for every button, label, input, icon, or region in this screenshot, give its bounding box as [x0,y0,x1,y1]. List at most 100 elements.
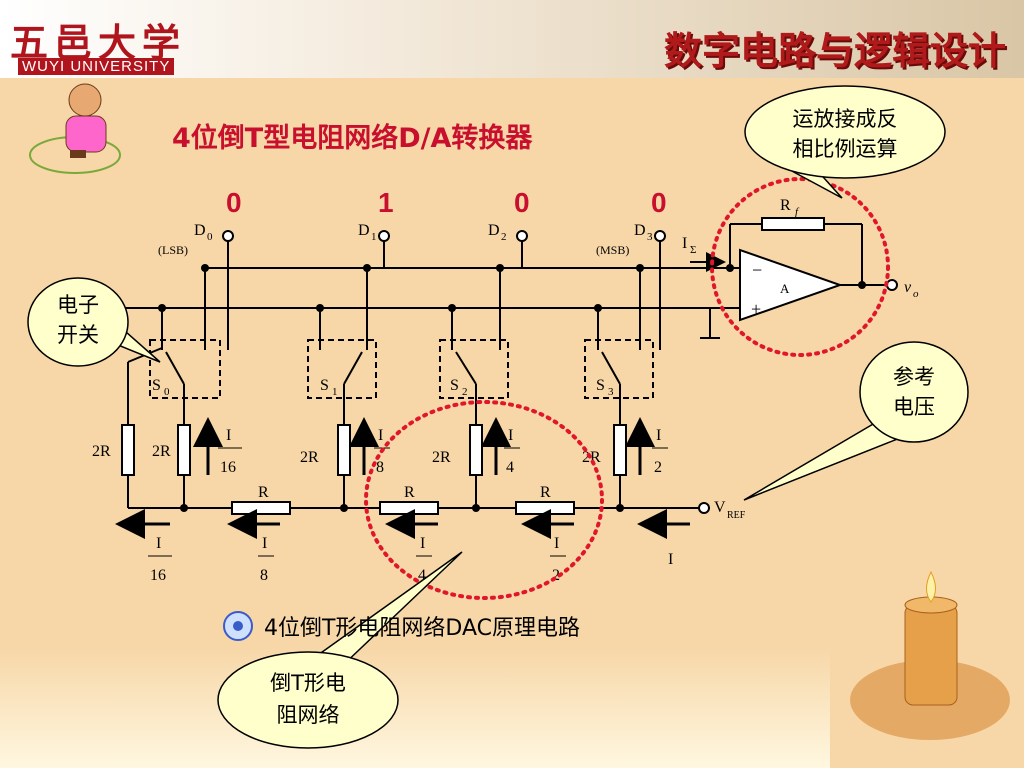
current-bottom-2-num: I [420,535,425,552]
course-title: 数字电路与逻辑设计 [663,29,1006,73]
current-bottom-3-num: I [554,535,559,552]
switch-label-s3: S [596,377,605,394]
callout-tail-vref [743,419,902,501]
switch-s0 [149,268,221,410]
callout-vref-line2: 电压 [893,395,935,419]
bit-value-d1: 1 [378,187,394,218]
output-label: v [904,279,912,296]
switch-sub-s3: 3 [608,386,614,398]
bit-value-d2: 0 [514,187,530,218]
circuit-caption: 4位倒T形电阻网络DAC原理电路 [264,616,581,641]
input-sub-d3: 3 [647,231,653,243]
university-logo-en: WUYI UNIVERSITY [18,58,175,75]
input-sub-d0: 0 [207,231,213,243]
callout-switch [27,277,129,367]
header-bar: 五邑大学 WUYI UNIVERSITY 数字电路与逻辑设计 [0,0,1024,78]
flower-bullet-icon [223,611,253,641]
label-2r-1: 2R [300,449,319,466]
current-up-0-den: 16 [220,459,236,476]
resistor-2r-2 [469,424,483,476]
bottom-band [0,648,830,768]
resistor-r-0 [231,501,291,515]
current-up-1-num: I [378,427,383,444]
callout-network-line2: 阻网络 [277,703,340,727]
resistor-2r-3 [613,424,627,476]
current-total: I [668,551,673,568]
label-r-0: R [258,484,269,501]
resistor-2r-1 [337,424,351,476]
switch-label-s1: S [320,377,329,394]
opamp-minus: − [752,260,762,280]
label-2r-2: 2R [432,449,451,466]
vref-sub: REF [727,510,746,521]
current-up-3-num: I [656,427,661,444]
switch-s3 [584,268,654,425]
switch-sub-s2: 2 [462,386,468,398]
current-up-2-num: I [508,427,513,444]
opamp-label: A [780,281,790,296]
output-terminal [886,279,898,291]
output-sub: o [913,288,919,300]
terminal-d1 [378,230,390,242]
callout-opamp [744,85,946,179]
msb-label: (MSB) [596,243,629,257]
input-label-d2: D [488,222,500,239]
vref-label: V [714,499,726,516]
current-up-2-den: 4 [506,459,514,476]
resistor-rf [761,217,825,231]
input-sub-d2: 2 [501,231,507,243]
input-sub-d1: 1 [371,231,377,243]
input-label-d3: D [634,222,646,239]
bit-value-d0: 0 [226,187,242,218]
rf-sub: f [795,206,800,218]
callout-vref-line1: 参考 [893,365,935,389]
opamp-highlight-circle [710,177,890,357]
label-r-2: R [540,484,551,501]
current-bottom-0-num: I [156,535,161,552]
switch-s1 [307,268,377,425]
callout-opamp-line2: 相比例运算 [793,137,898,161]
current-bottom-2-den: 4 [418,567,426,584]
switch-sub-s1: 1 [332,386,338,398]
current-bottom-1-num: I [262,535,267,552]
resistor-2r-terminal [121,424,135,476]
resistor-2r-0 [177,424,191,476]
label-2r-0: 2R [152,443,171,460]
current-bottom-1-den: 8 [260,567,268,584]
current-up-1-den: 8 [376,459,384,476]
callout-switch-line2: 开关 [57,323,99,347]
label-2r-terminal: 2R [92,443,111,460]
terminal-d0 [222,230,234,242]
opamp-plus: + [751,299,761,319]
slide-title: 4位倒T型电阻网络D/A转换器 [172,123,533,154]
terminal-d2 [516,230,528,242]
rf-label: R [780,197,791,214]
current-bottom-3-den: 2 [552,567,560,584]
switch-sub-s0: 0 [164,386,170,398]
vref-terminal [698,502,710,514]
resistor-r-1 [379,501,439,515]
university-logo-cn: 五邑大学 [10,20,187,65]
switch-label-s2: S [450,377,459,394]
current-bottom-0-den: 16 [150,567,166,584]
label-r-1: R [404,484,415,501]
switch-label-s0: S [152,377,161,394]
callout-network [217,651,399,749]
isum-sub: Σ [690,244,696,256]
current-up-0-num: I [226,427,231,444]
callout-opamp-line1: 运放接成反 [793,107,898,131]
isum-label: I [682,235,687,252]
callout-network-line1: 倒T形电 [270,671,346,695]
resistor-r-2 [515,501,575,515]
current-up-3-den: 2 [654,459,662,476]
teacher-cartoon-icon [29,83,121,174]
op-amp [710,217,886,322]
input-label-d0: D [194,222,206,239]
terminal-d3 [654,230,666,242]
switch-s2 [439,268,509,425]
network-highlight-circle [364,400,604,600]
bit-value-d3: 0 [651,187,667,218]
lsb-label: (LSB) [158,243,188,257]
candle-icon [850,570,1010,740]
